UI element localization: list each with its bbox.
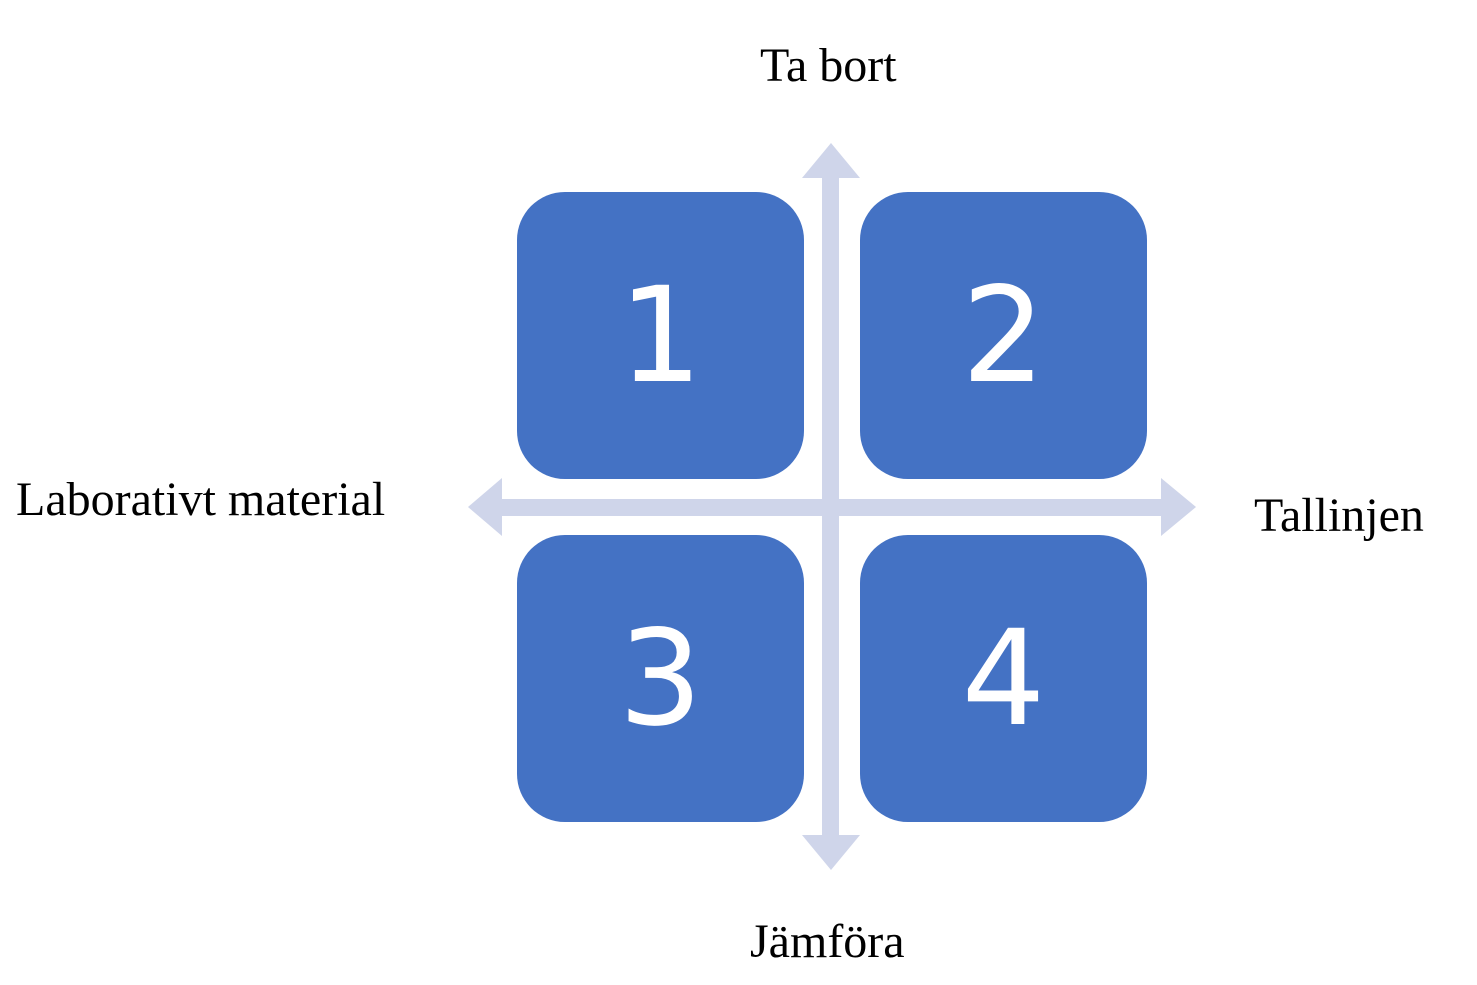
quadrant-number-4: 4 [961, 601, 1046, 756]
top-arrowhead [802, 143, 860, 178]
axis-label-left: Laborativt material [16, 473, 386, 526]
axis-label-top: Ta bort [760, 39, 897, 92]
axis-label-bottom: Jämföra [750, 915, 905, 968]
right-arrowhead [1161, 478, 1196, 536]
axis-arrows-group [468, 143, 1196, 870]
left-arrowhead [468, 478, 502, 536]
quadrant-number-3: 3 [618, 601, 703, 756]
quadrant-number-1: 1 [618, 258, 703, 413]
quadrant-box-3: 3 [517, 535, 804, 822]
quadrant-box-4: 4 [860, 535, 1147, 822]
quadrant-box-2: 2 [860, 192, 1147, 479]
quadrant-box-1: 1 [517, 192, 804, 479]
axis-label-right: Tallinjen [1254, 489, 1424, 542]
quadrant-number-2: 2 [961, 258, 1046, 413]
vertical-axis-bar [822, 176, 839, 840]
bottom-arrowhead [802, 835, 860, 870]
